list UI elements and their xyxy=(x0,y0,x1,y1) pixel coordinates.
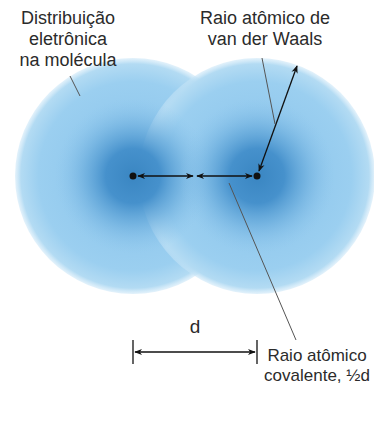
nucleus-dot xyxy=(130,173,137,180)
covalent-arrow xyxy=(197,175,252,176)
label-text: d xyxy=(190,316,201,337)
atom-core xyxy=(179,98,335,254)
dimension-tick xyxy=(132,340,133,364)
leader-line xyxy=(70,76,80,96)
nuclei xyxy=(130,173,261,180)
leader-line xyxy=(229,183,296,340)
dimension-label: d xyxy=(175,316,215,338)
cloud-label: Distribuição eletrônica na molécula xyxy=(18,8,118,72)
leader-lines xyxy=(70,58,296,340)
dimension-line xyxy=(135,351,255,352)
radius-label: Raio atômico de van der Waals xyxy=(196,8,334,50)
dimension-tick xyxy=(256,340,257,364)
dimension-bracket xyxy=(133,340,257,364)
nucleus-dot xyxy=(254,173,261,180)
atom-core xyxy=(55,98,211,254)
radius-arrows xyxy=(138,66,297,176)
atom-halo xyxy=(139,58,374,294)
electron-cloud xyxy=(15,58,374,294)
label-text: Raio atômico covalente, ½d xyxy=(264,346,370,385)
label-text: Raio atômico de van der Waals xyxy=(200,8,330,49)
covalent-arrow xyxy=(138,175,193,176)
label-text: Distribuição eletrônica na molécula xyxy=(19,8,116,70)
van-der-waals-arrow xyxy=(259,66,297,171)
leader-line xyxy=(262,58,275,124)
radius-label: Raio atômico covalente, ½d xyxy=(263,346,371,386)
